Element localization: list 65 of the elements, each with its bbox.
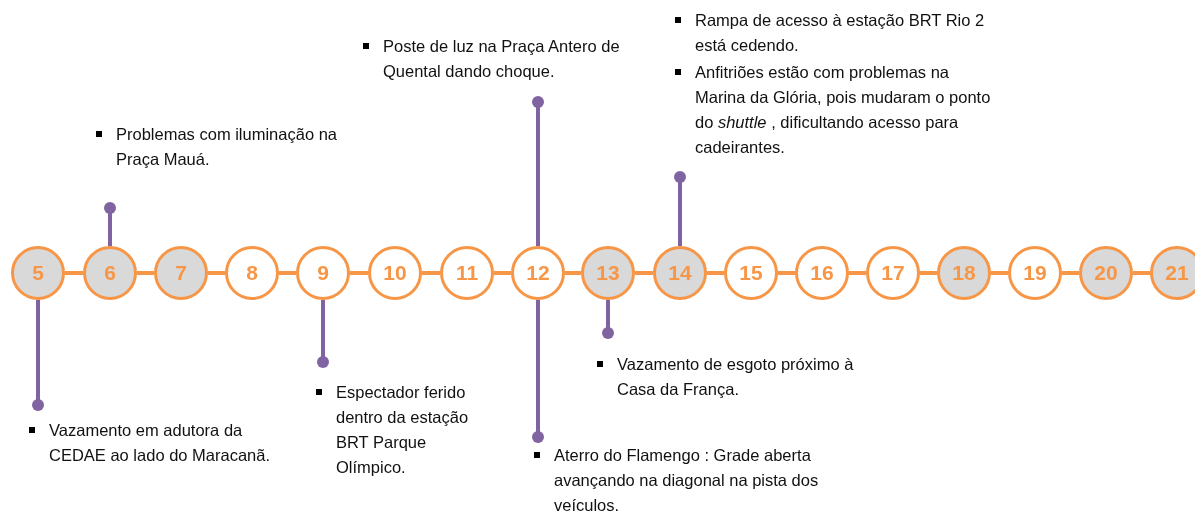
timeline-line [494,271,511,275]
timeline-line [849,271,866,275]
day-circle [653,246,707,300]
day-circle [440,246,494,300]
day-circle [225,246,279,300]
day-number: 20 [1094,261,1118,285]
bullet-text: Anfitriões estão com problemas na Marina da Glória, pois mudaram o ponto do shuttle , dificultando acesso para cadeirantes. [674,60,994,160]
day-circle [154,246,208,300]
timeline-line [350,271,368,275]
day-circle [866,246,920,300]
day-circle [83,246,137,300]
timeline-line [1062,271,1079,275]
day-number: 5 [32,261,44,285]
day-number: 17 [881,261,905,285]
day-number: 14 [668,261,692,285]
timeline-line [991,271,1008,275]
bullet-text: Aterro do Flamengo : Grade aberta avançando na diagonal na pista dos veículos. [533,443,833,513]
bullet-text: Poste de luz na Praça Antero de Quental dando choque. [362,34,632,84]
day-number: 11 [455,261,479,285]
day-circle [937,246,991,300]
leader-line [674,171,686,246]
timeline-line [920,271,937,275]
leader-line [532,300,544,443]
timeline-line [65,271,83,275]
day-number: 12 [526,261,550,285]
day-circle [1008,246,1062,300]
day-number: 9 [317,261,329,285]
day-circle [11,246,65,300]
bullet-text: Vazamento de esgoto próximo à Casa da França. [596,352,896,402]
timeline-line [422,271,440,275]
timeline-line [635,271,653,275]
day-circle [368,246,422,300]
leader-line [317,300,329,368]
day-circle [581,246,635,300]
day-number: 19 [1023,261,1047,285]
day-circle [1150,246,1195,300]
day-circle [724,246,778,300]
timeline-line [778,271,795,275]
day-number: 16 [810,261,834,285]
timeline-line [565,271,581,275]
bullet-text: Rampa de acesso à estação BRT Rio 2 está cedendo. [674,8,994,58]
day-number: 15 [739,261,763,285]
timeline-line [279,271,296,275]
timeline-line [1133,271,1150,275]
day-number: 10 [383,261,407,285]
day-circle [795,246,849,300]
timeline-line [137,271,154,275]
day-circle [1079,246,1133,300]
day-circle [296,246,350,300]
day-number: 18 [952,261,976,285]
bullet-text: Espectador ferido dentro da estação BRT Parque Olímpico. [315,380,495,480]
bullet-text: Vazamento em adutora da CEDAE ao lado do Maracanã. [28,418,298,468]
day-number: 21 [1165,261,1189,285]
leader-line [32,300,44,411]
day-number: 7 [175,261,187,285]
day-number: 8 [246,261,258,285]
day-circle [511,246,565,300]
leader-line [532,96,544,246]
leader-line [602,300,614,339]
day-number: 13 [596,261,620,285]
timeline-line [208,271,225,275]
leader-line [104,202,116,246]
bullet-text: Problemas com iluminação na Praça Mauá. [95,122,365,172]
timeline-line [707,271,724,275]
day-number: 6 [104,261,116,285]
